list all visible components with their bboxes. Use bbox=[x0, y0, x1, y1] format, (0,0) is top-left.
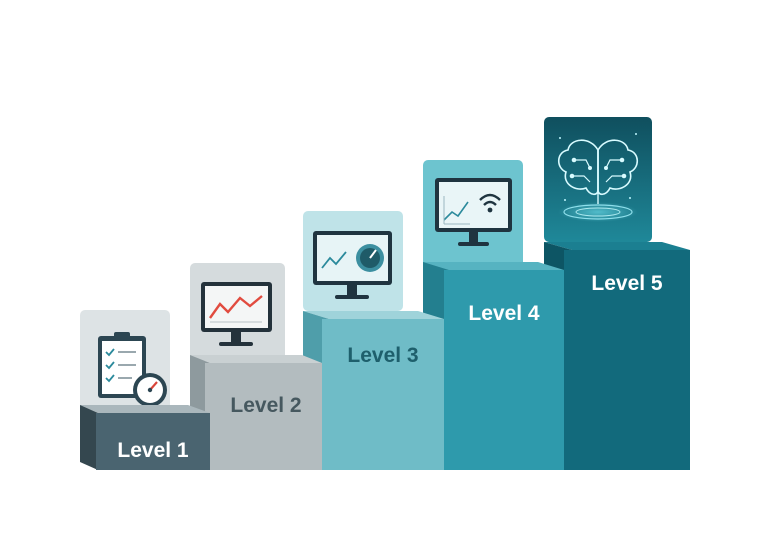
level-4-step: Level 4 bbox=[423, 160, 564, 470]
level-2-label: Level 2 bbox=[230, 394, 301, 417]
level-3-step: Level 3 bbox=[303, 211, 444, 470]
level-5-label: Level 5 bbox=[591, 272, 663, 295]
ai-brain-icon bbox=[544, 117, 652, 242]
monitor-chart-gauge-icon bbox=[303, 211, 403, 311]
monitor-line-chart-icon bbox=[190, 263, 285, 361]
level-5-step: Level 5 bbox=[544, 117, 690, 470]
level-1-label: Level 1 bbox=[117, 439, 189, 462]
level-1-step: Level 1 bbox=[80, 310, 210, 470]
level-3-label: Level 3 bbox=[347, 344, 418, 367]
level-4-label: Level 4 bbox=[468, 302, 540, 325]
clipboard-checklist-gauge-icon bbox=[80, 310, 170, 410]
monitor-chart-wifi-icon bbox=[423, 160, 523, 270]
